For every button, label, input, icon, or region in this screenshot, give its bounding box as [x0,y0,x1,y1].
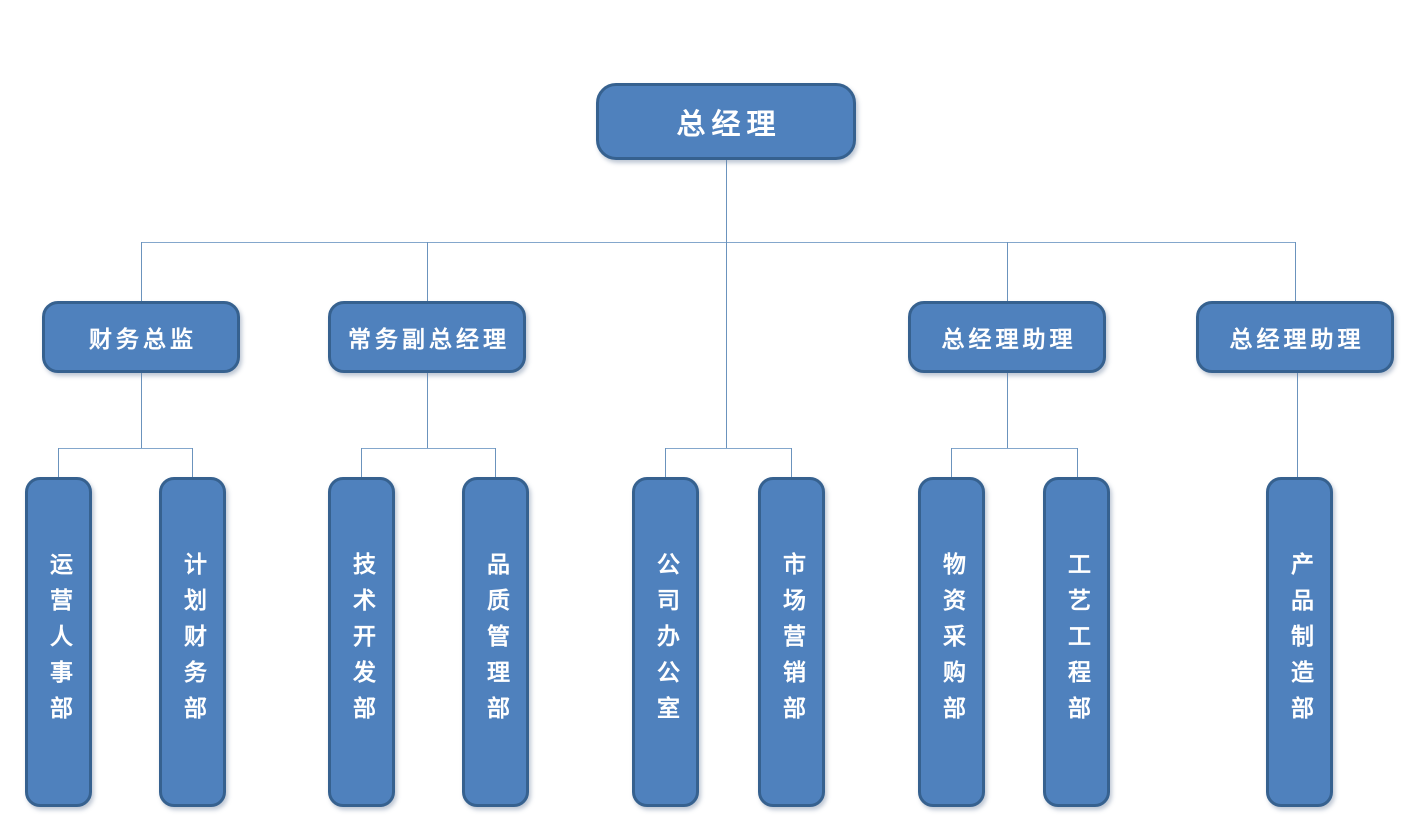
node-label: 工艺工程部 [1064,552,1090,732]
node-gm-assistant-1: 总经理助理 [908,301,1106,373]
node-process-engineering-dept: 工艺工程部 [1043,477,1110,807]
node-label: 品质管理部 [483,552,509,732]
connector-line [1297,373,1298,477]
node-label: 财务总监 [89,327,197,352]
connector-line [141,242,142,301]
connector-line [58,448,193,449]
node-operations-hr-dept: 运营人事部 [25,477,92,807]
node-label: 总经理助理 [1229,327,1365,352]
node-label: 总经理 [676,108,782,141]
node-company-office: 公司办公室 [632,477,699,807]
connector-line [1077,448,1078,477]
connector-line [951,448,952,477]
connector-line [665,448,666,477]
node-label: 技术开发部 [349,552,375,732]
node-general-manager: 总经理 [596,83,856,160]
connector-line [58,448,59,477]
node-finance-director: 财务总监 [42,301,240,373]
node-label: 产品制造部 [1287,552,1313,732]
node-label: 计划财务部 [180,552,206,732]
node-label: 运营人事部 [46,552,72,732]
node-label: 市场营销部 [779,552,805,732]
connector-line [665,448,792,449]
connector-line [141,242,1295,243]
node-planning-finance-dept: 计划财务部 [159,477,226,807]
connector-line [192,448,193,477]
node-product-manufacturing-dept: 产品制造部 [1266,477,1333,807]
node-materials-procurement-dept: 物资采购部 [918,477,985,807]
node-label: 公司办公室 [653,552,679,732]
connector-line [726,160,727,242]
node-marketing-dept: 市场营销部 [758,477,825,807]
connector-line [427,373,428,448]
connector-line [361,448,362,477]
connector-line [427,242,428,301]
node-label: 物资采购部 [939,552,965,732]
connector-line [1007,242,1008,301]
connector-line [1295,242,1296,301]
connector-line [726,242,727,448]
connector-line [951,448,1077,449]
connector-line [495,448,496,477]
connector-line [141,373,142,448]
node-executive-deputy-gm: 常务副总经理 [328,301,526,373]
node-quality-management-dept: 品质管理部 [462,477,529,807]
connector-line [361,448,496,449]
node-gm-assistant-2: 总经理助理 [1196,301,1394,373]
node-tech-development-dept: 技术开发部 [328,477,395,807]
connector-line [791,448,792,477]
node-label: 常务副总经理 [348,327,510,352]
node-label: 总经理助理 [941,327,1077,352]
connector-line [1007,373,1008,448]
